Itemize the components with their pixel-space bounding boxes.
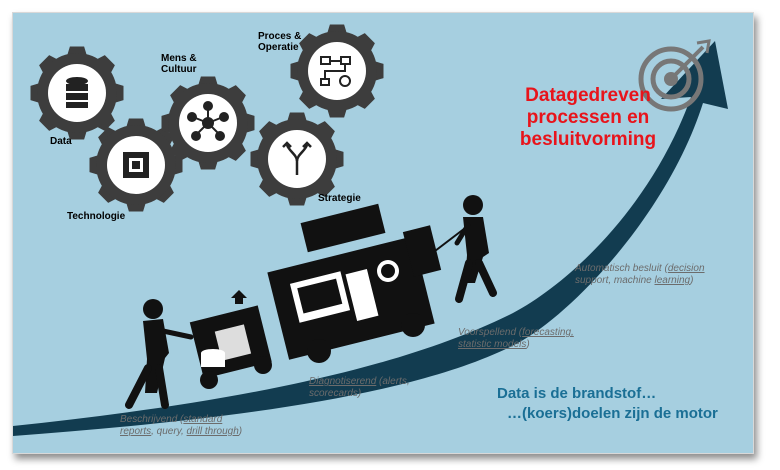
- gear-technologie: [89, 118, 183, 212]
- stage-text: Automatisch besluit (: [575, 263, 668, 274]
- infographic-frame: Data Technologie Mens & Cultuur Proces &…: [12, 12, 754, 454]
- gear-label-data: Data: [50, 136, 72, 147]
- gear-proces-operatie: [290, 24, 384, 118]
- gear-strategie: [250, 112, 344, 206]
- headline-line-2: processen en: [526, 107, 650, 128]
- stage-text: Voorspellend (: [458, 327, 523, 338]
- headline: Datagedreven processen en besluitvorming: [483, 85, 693, 151]
- stage-text: Beschrijvend (: [120, 414, 184, 425]
- stage-text: ): [238, 426, 243, 437]
- stage-term: drill through: [186, 426, 239, 437]
- cart-icon: [189, 290, 272, 389]
- slogan-line-1: Data is de brandstof…: [497, 385, 657, 402]
- slogan-line-2: …(koers)doelen zijn de motor: [507, 405, 718, 422]
- server-machine-icon: [267, 203, 442, 363]
- gear-label-proces-operatie: Proces & Operatie: [258, 31, 302, 53]
- stage-text: ): [690, 275, 694, 286]
- network-icon: [187, 101, 229, 141]
- scene-canvas: [13, 24, 728, 436]
- stage-term: Diagnotiserend: [309, 376, 377, 387]
- gear-label-mens-cultuur: Mens & Cultuur: [161, 53, 197, 75]
- gear-label-strategie: Strategie: [318, 193, 361, 204]
- stage-diagnotiserend: Diagnotiserend (alerts, scorecards): [309, 376, 410, 400]
- gear-mens-cultuur: [161, 76, 255, 170]
- headline-line-1: Datagedreven: [525, 85, 651, 106]
- headline-line-3: besluitvorming: [519, 129, 657, 150]
- stage-text: (alerts,: [376, 376, 410, 387]
- person-pulling-icon: [454, 195, 497, 303]
- gear-label-technologie: Technologie: [67, 211, 126, 222]
- stage-text: , query,: [151, 426, 187, 437]
- stage-beschrijvend: Beschrijvend (standard reports, query, d…: [120, 414, 242, 438]
- database-icon: [66, 77, 88, 108]
- stage-text: scorecards): [309, 388, 362, 399]
- stage-automatisch-besluit: Automatisch besluit (decision support, m…: [575, 263, 705, 287]
- process-flow-icon: [320, 56, 351, 87]
- stage-text: support, machine: [575, 275, 655, 286]
- stage-term: standard: [183, 414, 223, 425]
- stage-term: reports: [120, 426, 152, 437]
- gear-data: [30, 46, 124, 140]
- stage-term: statistic models: [458, 339, 527, 350]
- person-pushing-icon: [125, 299, 194, 409]
- stage-term: forecasting,: [522, 327, 574, 338]
- split-arrow-icon: [282, 141, 312, 175]
- stage-voorspellend: Voorspellend (forecasting, statistic mod…: [458, 327, 574, 351]
- stage-term: decision: [667, 263, 705, 274]
- stage-term: learning: [654, 275, 691, 286]
- chip-icon: [123, 152, 149, 178]
- stage-text: ): [526, 339, 530, 350]
- target-icon: [638, 39, 711, 112]
